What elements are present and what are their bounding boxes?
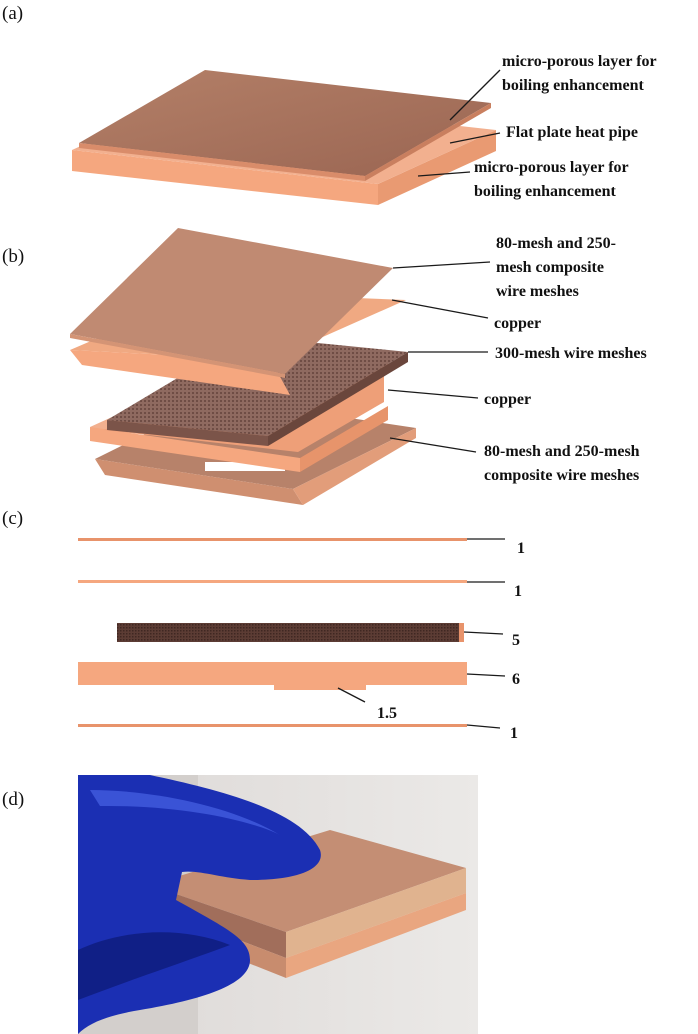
glove-shadow: [78, 932, 230, 1000]
leader-b2: [391, 299, 489, 319]
heat-pipe-front-face: [72, 150, 378, 205]
copper-frame-right: [300, 406, 388, 472]
layer-step: [274, 685, 366, 690]
sample-edge-right: [286, 868, 466, 958]
label-b1-2: mesh composite: [496, 259, 604, 276]
sample-edge-front: [150, 885, 286, 958]
layer-copper-base: [78, 662, 467, 685]
label-b3: 300-mesh wire meshes: [495, 345, 647, 362]
label-b5-1: 80-mesh and 250-mesh: [484, 443, 640, 460]
layer-mesh-300: [117, 623, 461, 642]
exploded-view: [70, 228, 416, 505]
layer-mesh-bottom: [78, 724, 467, 727]
label-b2: copper: [494, 315, 541, 332]
label-a-bot-2: boiling enhancement: [474, 183, 616, 200]
label-b4: copper: [484, 391, 531, 408]
layer-mesh-300-end: [459, 623, 464, 642]
leader-a2: [449, 132, 501, 144]
leader-b4: [387, 389, 479, 399]
panel-a-label: (a): [2, 3, 23, 24]
bottom-gap: [205, 462, 285, 471]
flat-plate-heat-pipe-3d: [72, 70, 496, 205]
label-b5-2: composite wire meshes: [484, 467, 639, 484]
photo: [78, 775, 478, 1034]
sample-top: [150, 830, 466, 932]
copper-frame-front: [90, 427, 300, 472]
layer-copper-top: [78, 580, 467, 583]
thickness-6: 6: [512, 671, 520, 688]
thickness-1b: 1: [514, 583, 522, 600]
layer-mesh-top: [78, 538, 467, 541]
leader-b5: [389, 437, 477, 453]
top-mesh-front: [70, 334, 285, 378]
panel-b-label: (b): [2, 246, 24, 267]
porous-layer-top-face: [79, 70, 491, 176]
leader-c5: [337, 687, 366, 703]
thickness-1c: 1: [510, 725, 518, 742]
thickness-1a: 1: [517, 540, 525, 557]
heat-pipe-right-face: [378, 130, 496, 205]
panel-c-label: (c): [2, 508, 23, 529]
porous-layer-front-edge: [79, 143, 365, 181]
leader-a3: [417, 171, 471, 177]
bottom-mesh-front: [95, 459, 303, 505]
glove-highlight: [90, 790, 280, 835]
thickness-1-5: 1.5: [377, 705, 397, 722]
sample-base-right: [286, 893, 466, 978]
leader-c4: [466, 673, 506, 677]
label-b1-1: 80-mesh and 250-: [496, 235, 616, 252]
leader-b1: [392, 261, 491, 269]
leader-c3: [463, 631, 504, 635]
cross-section: [78, 538, 467, 727]
label-a-top-2: boiling enhancement: [502, 77, 644, 94]
label-b1-3: wire meshes: [496, 283, 579, 300]
label-a-top-1: micro-porous layer for: [502, 53, 657, 70]
bottom-mesh-right: [293, 428, 416, 505]
panel-d-label: (d): [2, 789, 24, 810]
label-a-mid: Flat plate heat pipe: [506, 124, 638, 141]
thickness-5: 5: [512, 632, 520, 649]
leader-c6: [466, 724, 501, 729]
mesh-300-right: [268, 352, 408, 446]
top-mesh-plate: [70, 228, 393, 374]
label-a-bot-1: micro-porous layer for: [474, 159, 629, 176]
porous-layer-right-edge: [365, 103, 491, 181]
leader-a1: [449, 69, 501, 121]
mesh-300-front: [107, 420, 268, 446]
